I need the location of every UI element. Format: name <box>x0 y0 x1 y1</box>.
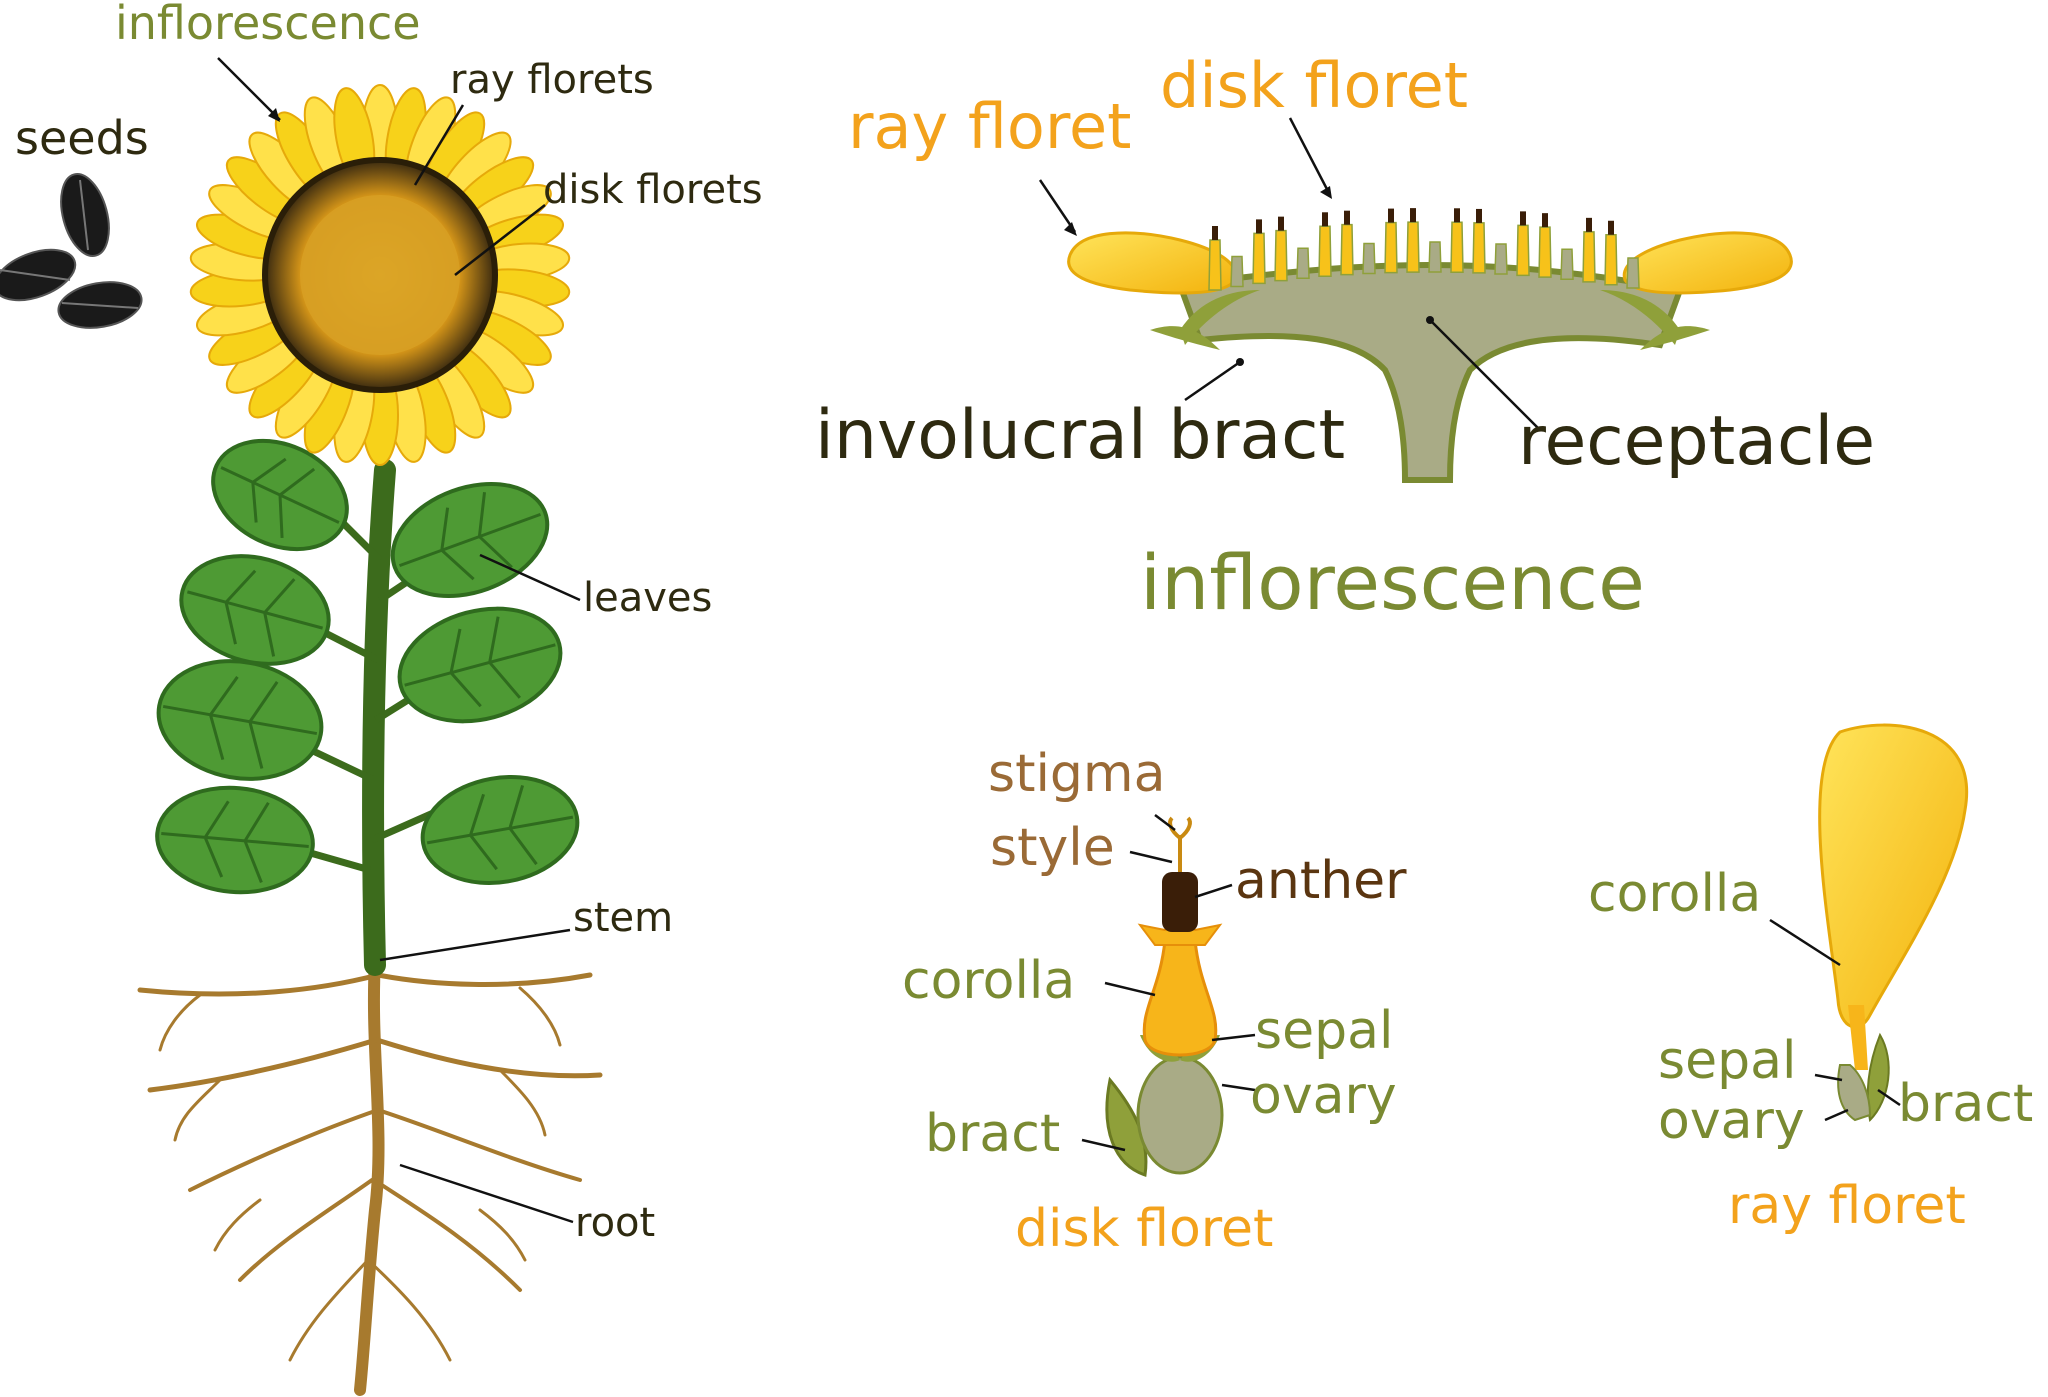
label-inflorescence-caption: inflorescence <box>1140 538 1645 627</box>
label-ray-florets: ray florets <box>450 57 654 103</box>
label-ray-floret-caption: ray floret <box>1728 1176 1966 1236</box>
disk-floret-mark <box>1582 217 1596 283</box>
leaves-group <box>155 438 580 895</box>
stem-shape <box>362 459 396 976</box>
label-root: root <box>575 1200 656 1246</box>
label-ray-floret-head: ray floret <box>848 90 1132 163</box>
disk-floret-mark <box>1318 212 1332 278</box>
disk-floret-mark <box>1230 255 1244 288</box>
label-corolla-ray: corolla <box>1588 864 1762 924</box>
disk-floret-mark <box>1406 208 1420 273</box>
label-seeds: seeds <box>15 111 149 165</box>
label-ovary-ray: ovary <box>1658 1091 1805 1151</box>
disk-floret-mark <box>1362 242 1376 275</box>
label-inflorescence-plant: inflorescence <box>115 0 421 50</box>
disk-floret-mark <box>1516 211 1530 277</box>
disk-floret-mark <box>1450 208 1464 274</box>
disk-floret-mark <box>1472 208 1486 274</box>
label-corolla-disk: corolla <box>902 951 1076 1011</box>
disk-floret-mark <box>1626 257 1640 289</box>
disk-floret-mark <box>1560 248 1574 281</box>
label-leaves: leaves <box>583 575 713 621</box>
label-bract-disk: bract <box>925 1104 1061 1164</box>
disk-floret-mark <box>1296 247 1310 280</box>
plant-pointer-lines <box>217 57 581 1224</box>
label-receptacle: receptacle <box>1518 402 1876 481</box>
label-involucral-bract: involucral bract <box>815 396 1346 475</box>
label-ovary-disk: ovary <box>1250 1066 1397 1126</box>
seeds-illustration <box>0 173 143 329</box>
label-stem: stem <box>573 895 674 941</box>
label-stigma: stigma <box>988 744 1166 804</box>
disk-floret-mark <box>1340 210 1354 276</box>
sunflower-head <box>189 84 571 466</box>
label-anther: anther <box>1235 851 1407 911</box>
disk-floret-mark <box>1384 208 1398 274</box>
disk-floret-mark <box>1494 243 1508 275</box>
label-disk-florets: disk florets <box>543 167 763 213</box>
label-style: style <box>990 818 1115 878</box>
disk-floret-detail <box>1105 816 1224 1177</box>
ray-floret-detail <box>1818 723 1969 1123</box>
head-cross-section <box>1067 208 1793 483</box>
label-disk-floret-head: disk floret <box>1160 49 1469 122</box>
disk-detail-pointer-lines <box>1081 814 1256 1152</box>
disk-floret-mark <box>1252 219 1266 285</box>
label-sepal-ray: sepal <box>1658 1031 1797 1091</box>
root-system <box>137 954 603 1396</box>
label-sepal-disk: sepal <box>1255 1001 1394 1061</box>
disk-floret-mark <box>1428 241 1442 273</box>
disk-floret-mark <box>1604 220 1618 286</box>
label-bract-ray: bract <box>1898 1074 2034 1134</box>
label-disk-floret-caption: disk floret <box>1015 1199 1274 1259</box>
head-pointer-lines <box>1038 117 1541 431</box>
disk-floret-mark <box>1538 213 1552 278</box>
disk-floret-mark <box>1208 226 1222 291</box>
ray-detail-pointer-lines <box>1769 918 1901 1122</box>
disk-floret-mark <box>1274 216 1288 282</box>
